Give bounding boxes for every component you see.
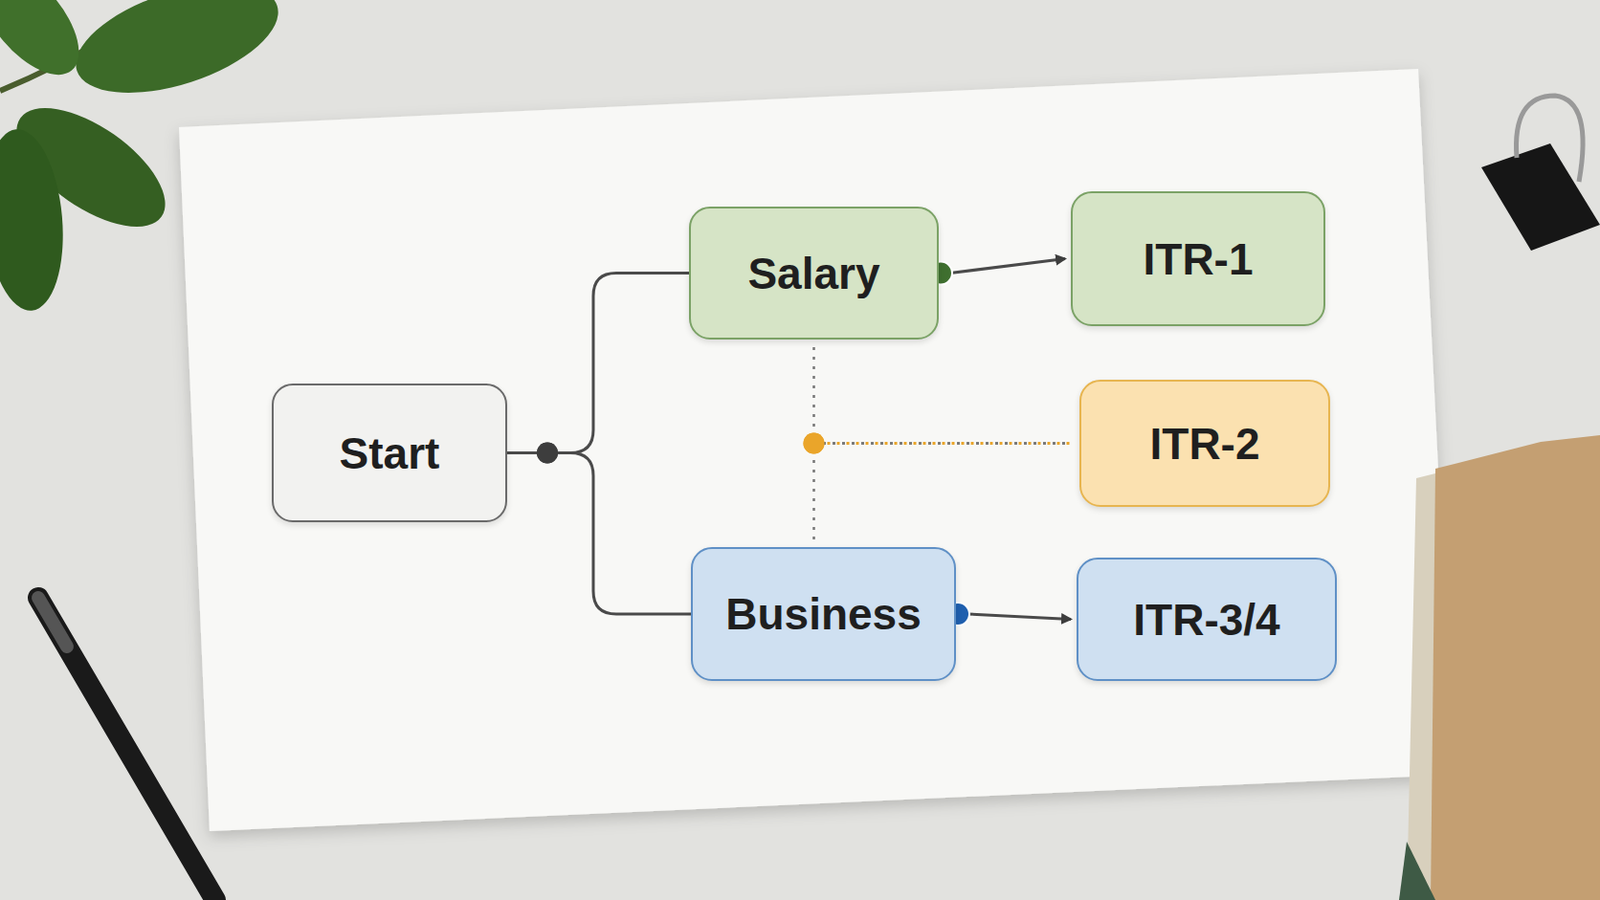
connector (929, 259, 1066, 286)
pen (38, 598, 216, 900)
connector (507, 273, 689, 465)
start-box: Start (271, 383, 508, 523)
binder-clip (1481, 95, 1600, 251)
result-box: ITR-2 (1079, 379, 1331, 508)
process-box: Business (690, 547, 956, 682)
junction-dot (536, 443, 558, 465)
result-box: ITR-1 (1070, 191, 1326, 327)
node-label: Start (339, 427, 441, 480)
plant-leaves (0, 0, 291, 314)
node-label: Business (725, 588, 922, 641)
node-label: Salary (747, 247, 880, 300)
result-box: ITR-3/4 (1076, 557, 1337, 682)
junction-dot (803, 433, 825, 455)
connector (803, 433, 1073, 541)
node-label: ITR-1 (1143, 233, 1254, 286)
junction-dot (803, 433, 825, 455)
node-label: ITR-3/4 (1133, 594, 1280, 646)
connector (803, 347, 1073, 455)
junction-dot (536, 443, 558, 465)
connector (507, 443, 691, 616)
connector (946, 602, 1071, 626)
node-label: ITR-2 (1150, 418, 1261, 470)
notebooks (1399, 435, 1600, 900)
paper-sheet (178, 68, 1454, 832)
process-box: Salary (688, 206, 939, 340)
